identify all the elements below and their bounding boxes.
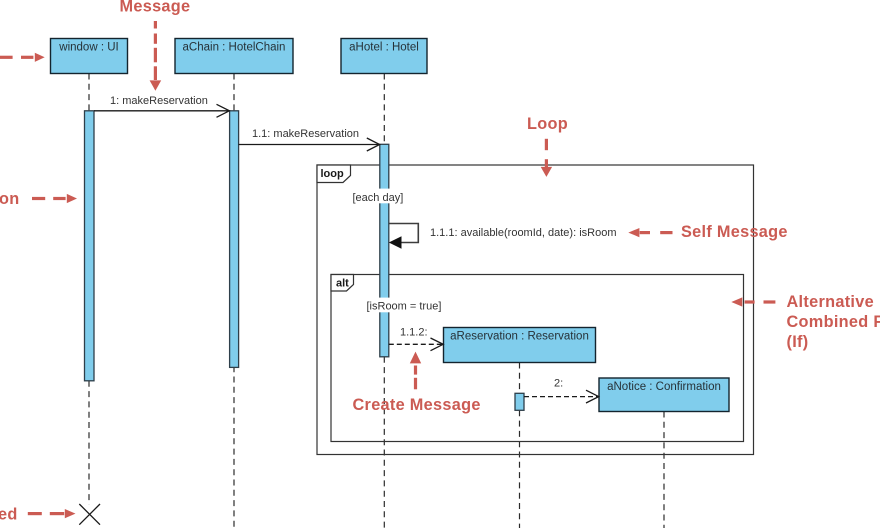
svg-text:on: on: [0, 190, 20, 208]
svg-text:Self Message: Self Message: [681, 223, 788, 241]
svg-text:Loop: Loop: [527, 115, 568, 133]
svg-text:1.1.1: available(roomId, date): 1.1.1: available(roomId, date): isRoom: [430, 227, 616, 239]
svg-text:window : UI: window : UI: [58, 42, 118, 54]
svg-text:[isRoom = true]: [isRoom = true]: [367, 301, 442, 313]
svg-text:aChain : HotelChain: aChain : HotelChain: [183, 42, 286, 54]
svg-text:1: makeReservation: 1: makeReservation: [110, 95, 208, 107]
svg-text:aReservation : Reservation: aReservation : Reservation: [450, 331, 589, 343]
svg-text:Message: Message: [120, 0, 191, 16]
svg-text:[each day]: [each day]: [353, 192, 404, 204]
svg-text:1.1.2:: 1.1.2:: [400, 327, 428, 339]
svg-text:(If): (If): [787, 333, 809, 351]
svg-text:aNotice : Confirmation: aNotice : Confirmation: [607, 381, 721, 393]
svg-text:aHotel : Hotel: aHotel : Hotel: [349, 42, 419, 54]
svg-text:Alternative: Alternative: [787, 293, 874, 311]
svg-text:alt: alt: [336, 278, 349, 290]
svg-text:Create Message: Create Message: [353, 396, 481, 414]
svg-text:ed: ed: [0, 506, 18, 524]
svg-text:Combined Fragment: Combined Fragment: [787, 313, 880, 331]
svg-text:2:: 2:: [554, 378, 563, 390]
svg-text:loop: loop: [321, 168, 344, 180]
svg-text:1.1: makeReservation: 1.1: makeReservation: [252, 128, 359, 140]
